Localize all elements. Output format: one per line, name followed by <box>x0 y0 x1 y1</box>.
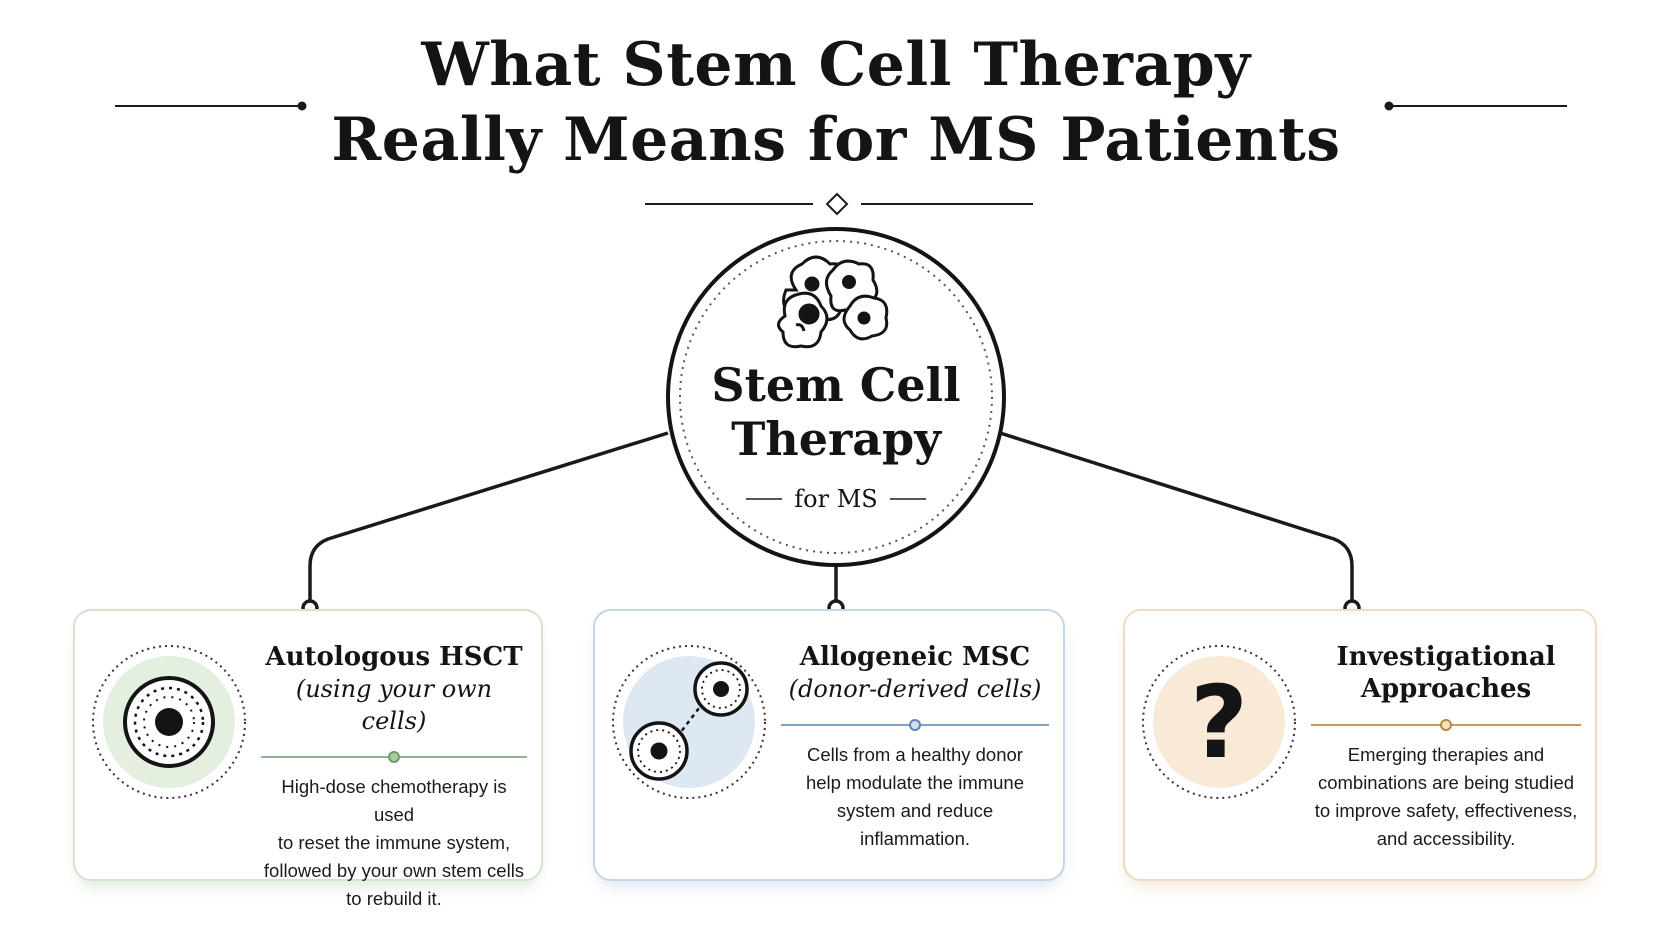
question-mark-icon: ? <box>1142 645 1296 799</box>
svg-text:?: ? <box>1190 664 1248 781</box>
card-divider <box>781 719 1049 731</box>
title-underline-ornament <box>645 192 1033 216</box>
hub-subtitle: for MS <box>668 484 1004 514</box>
card-title: Investigational Approaches <box>1311 641 1581 705</box>
card-subtitle: (using your own cells) <box>295 675 493 735</box>
page-title: What Stem Cell Therapy Really Means for … <box>0 28 1672 178</box>
title-line-2: Really Means for MS Patients <box>331 105 1341 175</box>
title-line-1: What Stem Cell Therapy <box>421 30 1251 100</box>
hub-title: Stem Cell Therapy <box>668 358 1004 466</box>
card-description-line: Emerging therapies and <box>1347 744 1545 765</box>
card-description: High-dose chemotherapy is used to reset … <box>261 773 527 913</box>
card-description-line: and accessibility. <box>1376 828 1516 849</box>
card-subtitle: (donor-derived cells) <box>788 675 1042 703</box>
card-autologous-hsct: Autologous HSCT (using your own cells) H… <box>73 609 543 909</box>
card-description-line: to improve safety, effectiveness, <box>1314 800 1578 821</box>
card-description-line: High-dose chemotherapy is used <box>281 776 507 825</box>
card-description: Cells from a healthy donor help modulate… <box>781 741 1049 853</box>
hub-title-line-2: Therapy <box>731 412 941 466</box>
connector-left <box>308 431 669 604</box>
card-description-line: to reset the immune system, <box>277 832 511 853</box>
title-side-rule-left <box>115 101 307 111</box>
card-description-line: help modulate the immune <box>805 772 1025 793</box>
hub-title-line-1: Stem Cell <box>711 358 961 412</box>
card-title: Autologous HSCT <box>265 642 523 672</box>
single-cell-icon <box>92 645 246 799</box>
card-allogeneic-msc: Allogeneic MSC (donor-derived cells) Cel… <box>593 609 1065 881</box>
title-side-rule-right <box>1384 101 1567 111</box>
card-description-line: followed by your own stem cells <box>263 860 525 881</box>
card-divider <box>1311 719 1581 731</box>
hub-circle <box>666 227 1006 567</box>
linked-cells-icon <box>612 645 766 799</box>
card-title-line-2: Approaches <box>1360 674 1532 704</box>
card-description: Emerging therapies and combinations are … <box>1311 741 1581 853</box>
card-investigational-approaches: ? Investigational Approaches Emerging th… <box>1123 609 1597 881</box>
card-description-line: system and reduce inflammation. <box>836 800 994 849</box>
card-title: Allogeneic MSC <box>799 642 1031 672</box>
card-description-line: to rebuild it. <box>346 888 442 909</box>
card-description-line: Cells from a healthy donor <box>807 744 1023 765</box>
card-divider <box>261 751 527 763</box>
connector-right <box>999 431 1354 604</box>
card-title-line-1: Investigational <box>1336 642 1556 672</box>
cell-cluster-icon <box>777 255 889 349</box>
card-description-line: combinations are being studied <box>1317 772 1575 793</box>
